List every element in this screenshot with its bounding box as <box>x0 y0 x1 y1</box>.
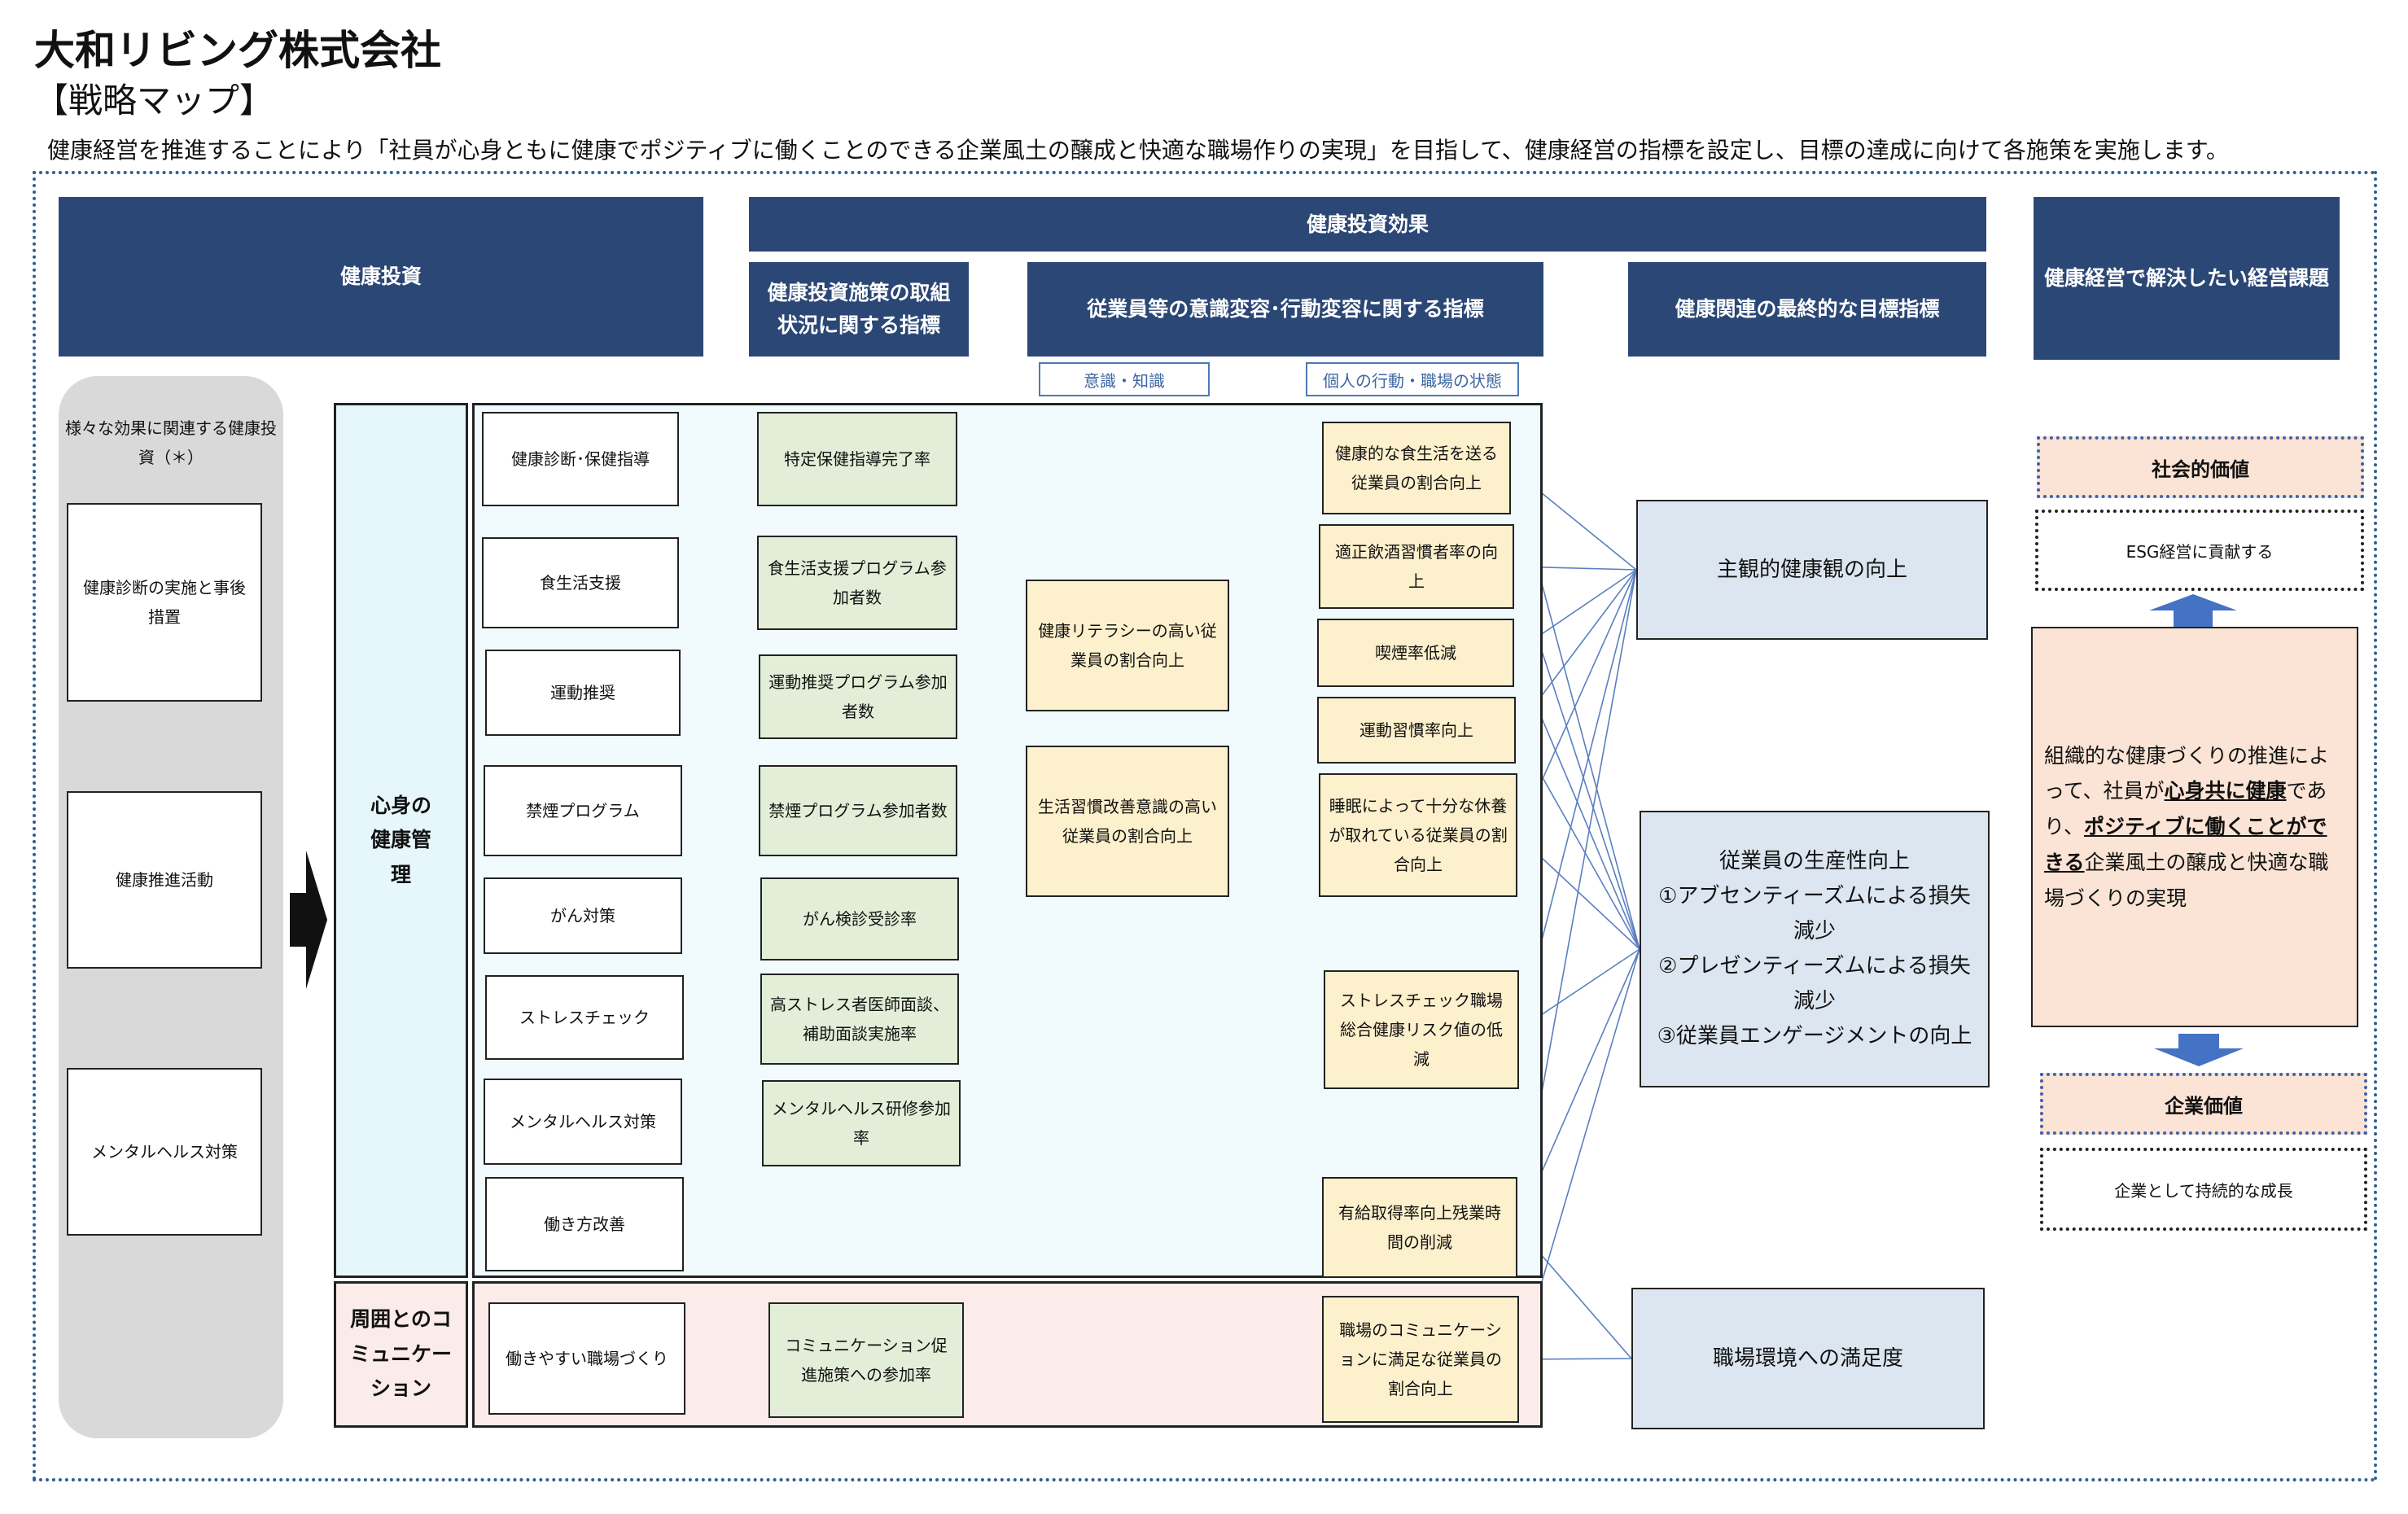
awareness-box: 生活習慣改善意識の高い従業員の割合向上 <box>1026 746 1229 897</box>
initiative-box: 禁煙プログラム参加者数 <box>759 765 957 856</box>
left-panel-caption: 様々な効果に関連する健康投資（＊） <box>65 418 277 467</box>
header-investment: 健康投資 <box>59 197 703 357</box>
measure-box: 働きやすい職場づくり <box>488 1302 685 1415</box>
measure-box: 働き方改善 <box>485 1177 684 1271</box>
awareness-box: 健康リテラシーの高い従業員の割合向上 <box>1026 580 1229 711</box>
target-productivity: 従業員の生産性向上 ①アブセンティーズムによる損失減少 ②プレゼンティーズムによ… <box>1640 811 1990 1087</box>
measure-box: 健康診断･保健指導 <box>482 412 679 506</box>
initiative-box: がん検診受診率 <box>760 877 959 960</box>
target-productivity-item: ①アブセンティーズムによる損失減少 <box>1658 884 1971 944</box>
corporate-value-label: 企業価値 <box>2040 1073 2367 1135</box>
corporate-value-desc: 企業として持続的な成長 <box>2040 1148 2367 1231</box>
zone-label-health: 心身の健康管理 <box>334 403 468 1278</box>
measure-box: 運動推奨 <box>485 650 681 736</box>
behavior-box: 適正飲酒習慣者率の向上 <box>1319 524 1514 609</box>
zone-label-communication-text: 周囲とのコミュニケーション <box>349 1307 452 1401</box>
goal-text-part: 組織的な健康づくりの推進によって、社員が <box>2044 743 2330 803</box>
initiative-box: 特定保健指導完了率 <box>757 412 957 506</box>
intro-text: 健康経営を推進することにより「社員が心身ともに健康でポジティブに働くことのできる… <box>47 137 2229 164</box>
left-item: 健康診断の実施と事後措置 <box>67 503 262 702</box>
behavior-box: 健康的な食生活を送る従業員の割合向上 <box>1322 422 1511 514</box>
header-business-issue: 健康経営で解決したい経営課題 <box>2034 197 2340 360</box>
company-title: 大和リビング株式会社 <box>34 27 441 74</box>
initiative-box: 高ストレス者医師面談、補助面談実施率 <box>760 974 959 1065</box>
behavior-box: 運動習慣率向上 <box>1317 697 1516 764</box>
left-item: 健康推進活動 <box>67 791 262 969</box>
behavior-box: ストレスチェック職場総合健康リスク値の低減 <box>1324 970 1519 1089</box>
social-value-desc: ESG経営に貢献する <box>2035 510 2364 591</box>
map-frame <box>33 171 2377 1481</box>
up-arrow-icon <box>2149 594 2237 627</box>
initiative-box: 運動推奨プログラム参加者数 <box>759 654 957 739</box>
business-goal-text: 組織的な健康づくりの推進によって、社員が心身共に健康であり、ポジティブに働くこと… <box>2044 738 2345 917</box>
header-behavior-change: 従業員等の意識変容･行動変容に関する指標 <box>1027 262 1543 357</box>
measure-box: 食生活支援 <box>482 537 679 628</box>
target-productivity-title: 従業員の生産性向上 <box>1718 849 1910 874</box>
behavior-box: 職場のコミュニケーションに満足な従業員の割合向上 <box>1322 1296 1519 1423</box>
business-goal: 組織的な健康づくりの推進によって、社員が心身共に健康であり、ポジティブに働くこと… <box>2031 627 2358 1027</box>
right-arrow-icon <box>290 851 327 989</box>
measure-box: 禁煙プログラム <box>484 765 682 856</box>
header-final-target: 健康関連の最終的な目標指標 <box>1628 262 1986 357</box>
zone-label-health-text: 心身の健康管理 <box>370 793 431 886</box>
behavior-box: 喫煙率低減 <box>1317 619 1514 687</box>
target-workplace: 職場環境への満足度 <box>1631 1288 1985 1429</box>
goal-emphasis: 心身共に健康 <box>2164 779 2287 803</box>
header-effect: 健康投資効果 <box>749 197 1986 252</box>
initiative-box: メンタルヘルス研修参加率 <box>762 1080 961 1166</box>
tag-behavior: 個人の行動・職場の状態 <box>1306 362 1519 396</box>
behavior-box: 睡眠によって十分な休養が取れている従業員の割合向上 <box>1319 773 1517 897</box>
social-value-label: 社会的価値 <box>2037 436 2364 498</box>
target-productivity-item: ③従業員エンゲージメントの向上 <box>1657 1023 1972 1048</box>
tag-awareness: 意識・知識 <box>1039 362 1210 396</box>
goal-emphasis: ポジティブに働くことができる <box>2044 815 2327 874</box>
page-subtitle: 【戦略マップ】 <box>34 81 274 120</box>
header-initiative-status: 健康投資施策の取組状況に関する指標 <box>749 262 969 357</box>
left-item: メンタルヘルス対策 <box>67 1068 262 1236</box>
behavior-box: 有給取得率向上残業時間の削減 <box>1322 1177 1517 1278</box>
zone-label-communication: 周囲とのコミュニケーション <box>334 1281 468 1428</box>
target-subjective-health: 主観的健康観の向上 <box>1636 500 1988 640</box>
measure-box: がん対策 <box>484 877 682 954</box>
initiative-box: 食生活支援プログラム参加者数 <box>757 536 957 630</box>
measure-box: メンタルヘルス対策 <box>484 1079 682 1165</box>
measure-box: ストレスチェック <box>485 975 684 1060</box>
down-arrow-icon <box>2154 1034 2244 1066</box>
initiative-box: コミュニケーション促進施策への参加率 <box>768 1302 964 1418</box>
goal-text-part: 企業風土の醸成と快適な職場づくりの実現 <box>2044 850 2329 910</box>
target-productivity-item: ②プレゼンティーズムによる損失減少 <box>1658 954 1971 1013</box>
goal-text-part: であり、 <box>2044 779 2327 839</box>
